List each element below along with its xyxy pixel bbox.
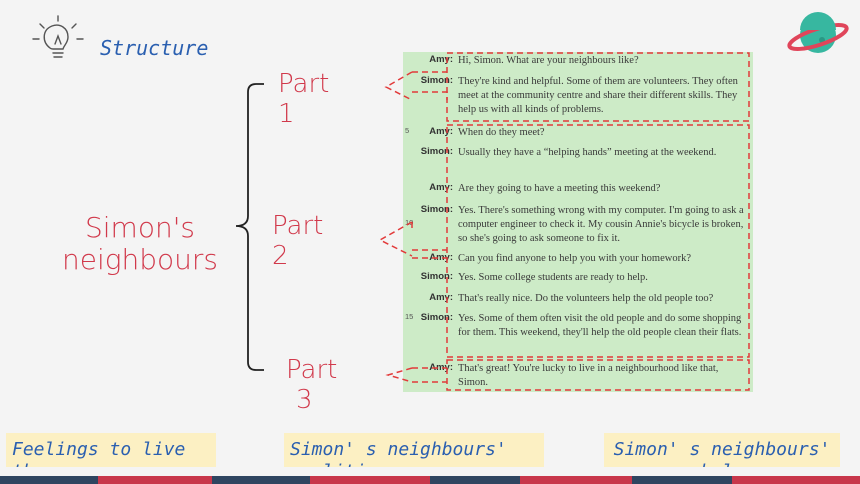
topic-label: Simon's neighbours <box>50 211 230 277</box>
speaker: Amy: <box>429 182 453 193</box>
dialogue-text: Usually they have a “helping hands” meet… <box>458 147 717 158</box>
speaker: Simon: <box>420 204 453 215</box>
planet-icon <box>787 12 849 53</box>
speaker: Simon: <box>420 312 453 323</box>
speaker: Amy: <box>429 252 453 263</box>
lightbulb-icon <box>32 15 84 58</box>
part-1-word: Part <box>278 69 330 99</box>
speaker: Simon: <box>420 75 453 86</box>
dialogue-text: That's really nice. Do the volunteers he… <box>458 293 714 304</box>
dialogue-text: Hi, Simon. What are your neighbours like… <box>458 55 639 66</box>
topic-line-2: neighbours <box>61 243 219 277</box>
part-2-word: Part <box>272 211 324 241</box>
line-number: 15 <box>405 312 414 321</box>
page-title: Structure <box>100 36 209 60</box>
speaker: Simon: <box>420 146 453 157</box>
dialogue-text: Can you find anyone to help you with you… <box>458 253 691 264</box>
part-2-number: 2 <box>272 240 289 271</box>
dialogue-text: Yes. Some of them often visit the old pe… <box>458 313 742 338</box>
speaker: Amy: <box>429 54 453 65</box>
speaker: Amy: <box>429 292 453 303</box>
part-1-number: 1 <box>278 98 295 129</box>
part-3-label: Part 3 <box>286 355 338 416</box>
part-2-label: Part 2 <box>272 211 324 272</box>
speaker: Amy: <box>429 126 453 137</box>
part-1-label: Part 1 <box>278 69 330 130</box>
dialogue-text: Are they going to have a meeting this we… <box>458 183 661 194</box>
dialogue-text: Yes. There's something wrong with my com… <box>458 205 744 244</box>
dialogue-text: Yes. Some college students are ready to … <box>458 272 648 283</box>
part-3-word: Part <box>286 355 338 385</box>
caption-help: Simon' s neighbours' help <box>604 433 840 467</box>
speaker: Amy: <box>429 362 453 373</box>
dialogue-panel: Amy: Hi, Simon. What are your neighbours… <box>403 52 753 392</box>
line-number: 10 <box>405 218 414 227</box>
dialogue-text: They're kind and helpful. Some of them a… <box>458 76 738 115</box>
caption-qualities: Simon' s neighbours' qualities <box>284 433 544 467</box>
line-number: 5 <box>405 126 410 135</box>
speaker: Simon: <box>420 271 453 282</box>
brace <box>235 83 264 371</box>
part-3-number: 3 <box>296 384 313 415</box>
dialogue-text: When do they meet? <box>458 127 545 138</box>
topic-line-1: Simon's <box>85 211 195 244</box>
footer-bar <box>0 476 860 484</box>
caption-feelings: Feelings to live there <box>6 433 216 467</box>
dialogue-text: That's great! You're lucky to live in a … <box>458 363 719 388</box>
